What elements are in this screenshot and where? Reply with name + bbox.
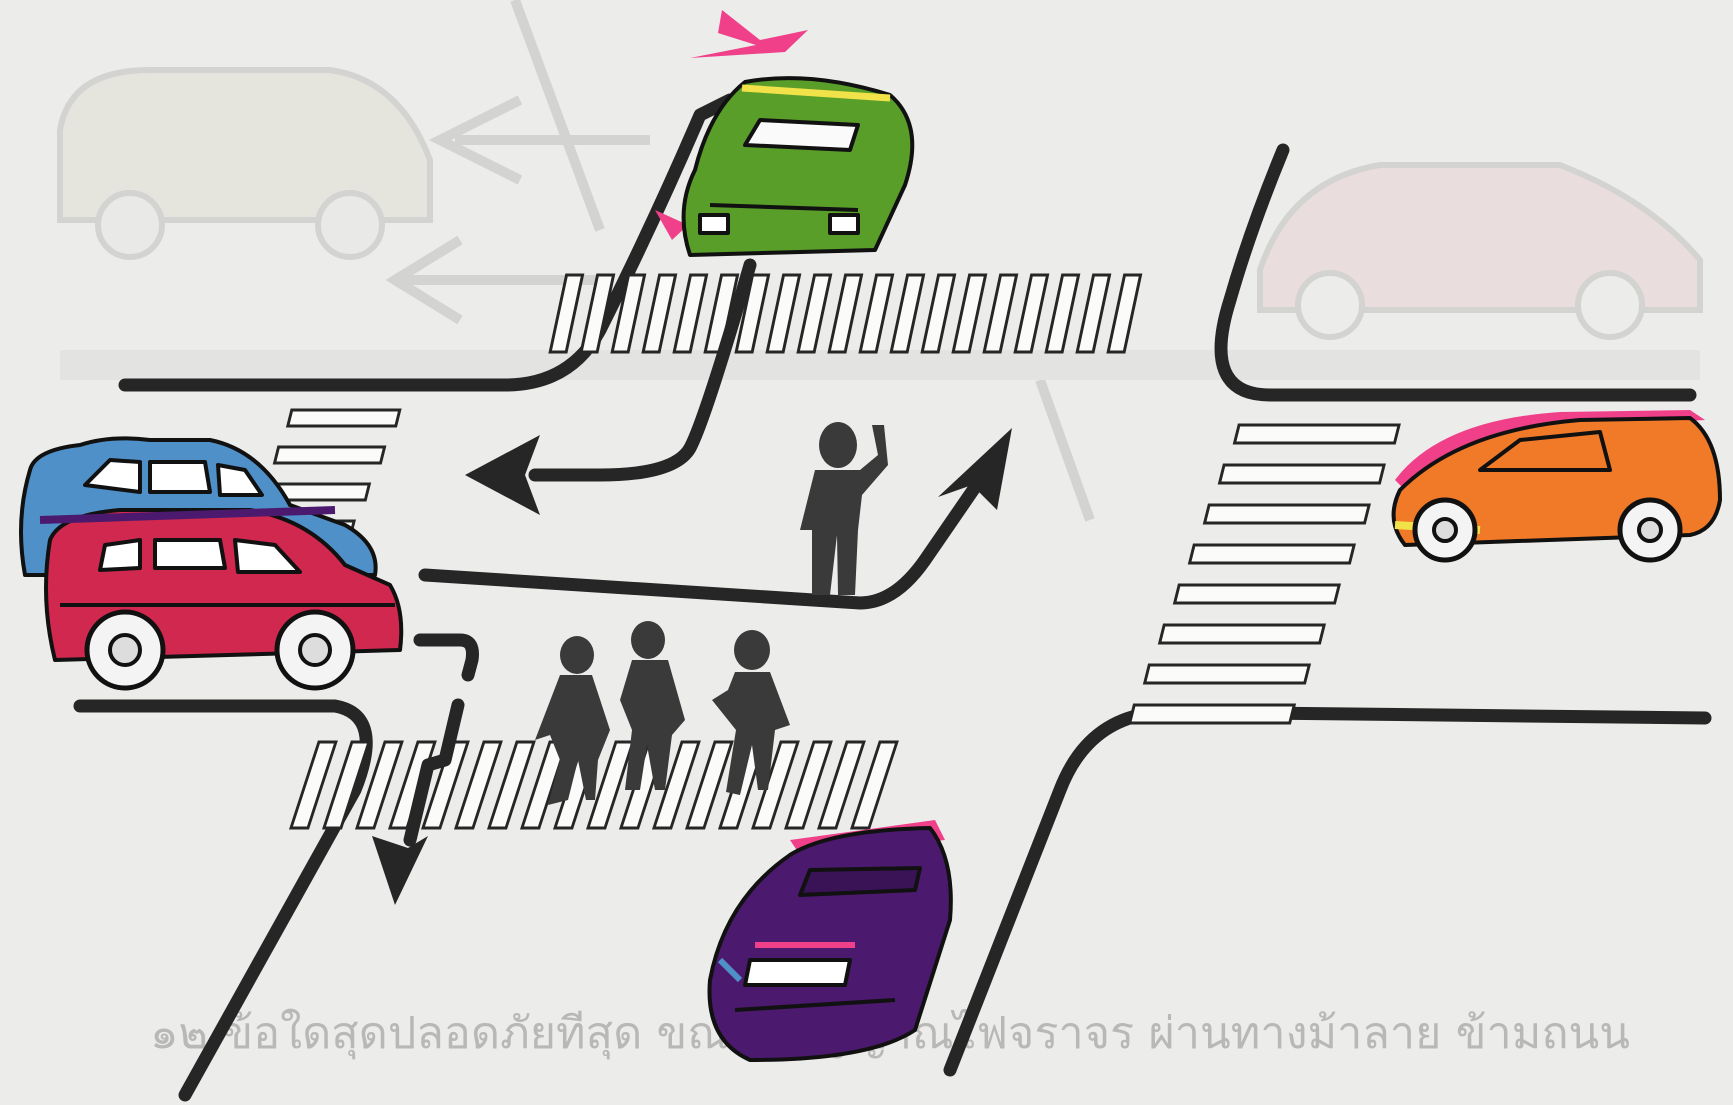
- ghost-van: [60, 70, 430, 257]
- car-bottom-purple: [710, 820, 951, 1060]
- pedestrian-signaling: [800, 422, 888, 595]
- crosswalk-top: [550, 275, 1140, 352]
- car-right-orange: [1394, 410, 1720, 560]
- crosswalk-right: [1130, 425, 1399, 723]
- ghost-car-right: [1260, 165, 1700, 337]
- red-star-burst-icon: [690, 10, 808, 58]
